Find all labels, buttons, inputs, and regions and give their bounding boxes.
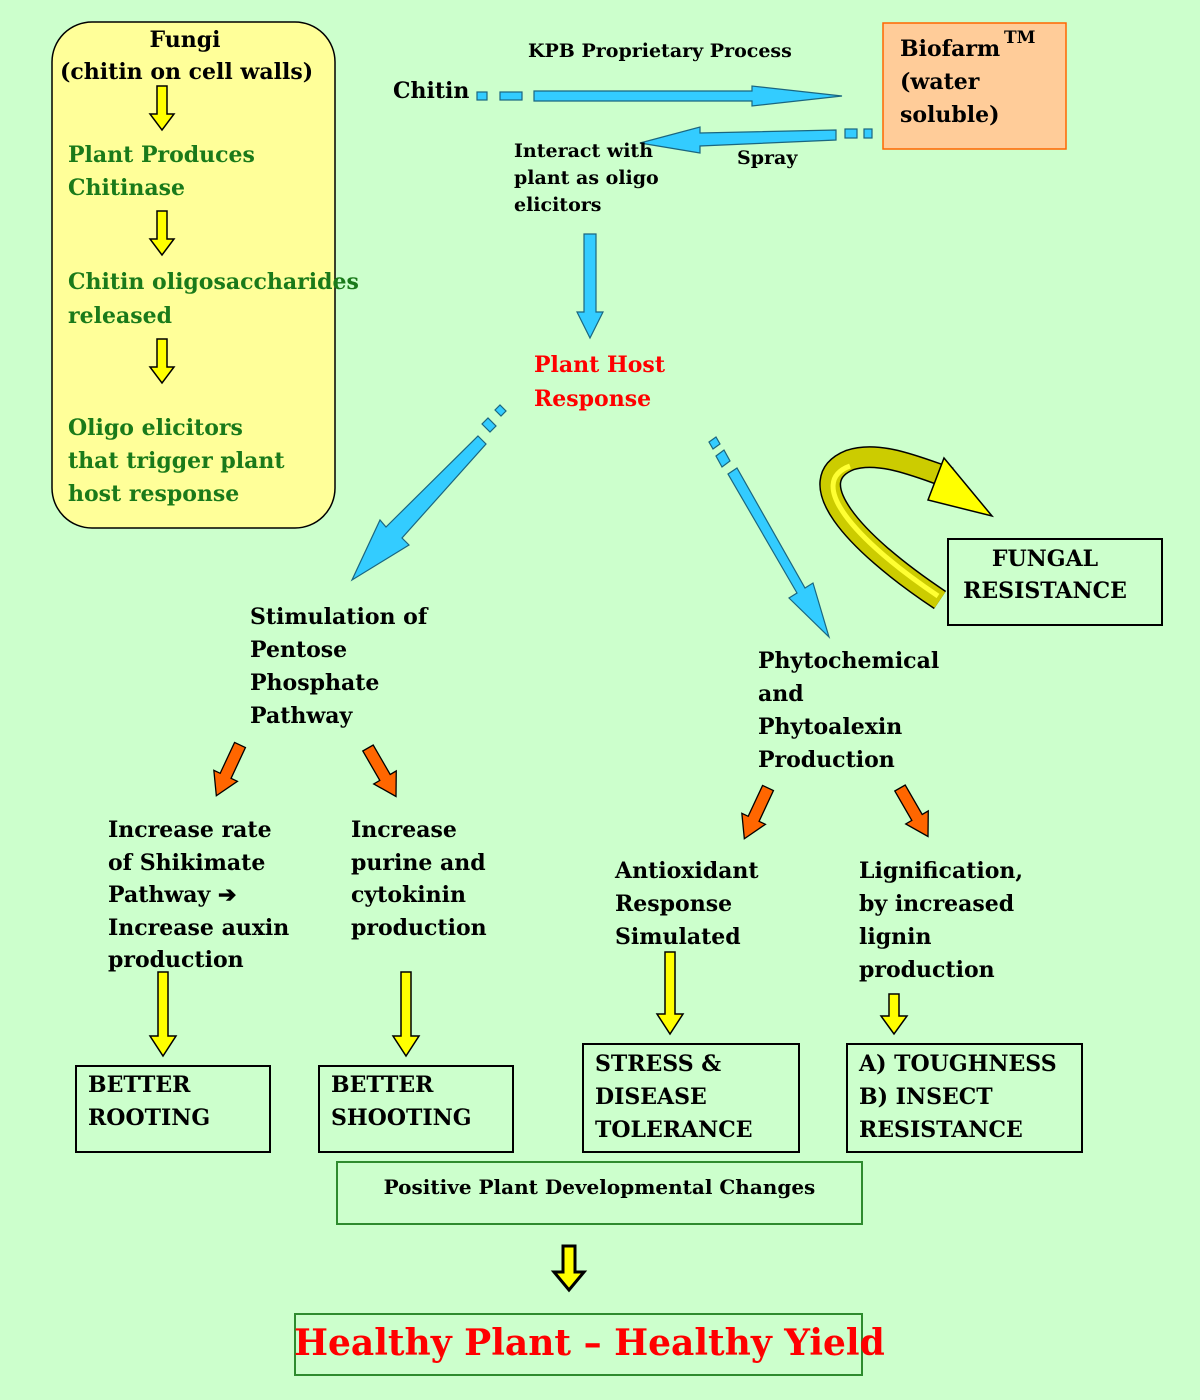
elicitor-down-arrow bbox=[576, 233, 604, 340]
yellow-arrow-stress bbox=[655, 951, 685, 1036]
spray-label: Spray bbox=[737, 147, 798, 169]
fungal-curved-arrow bbox=[819, 446, 995, 610]
orange-arrow-purine bbox=[361, 744, 397, 798]
host-to-pentose-arrow bbox=[350, 404, 507, 582]
plant-host-response: Plant Host Response bbox=[534, 352, 665, 412]
fungi-step-elicitors: Oligo elicitors that trigger plant host … bbox=[68, 415, 285, 507]
fungal-resistance-label: FUNGAL RESISTANCE bbox=[963, 546, 1127, 604]
better-shooting-label: BETTER SHOOTING bbox=[331, 1072, 472, 1131]
chitin-label: Chitin bbox=[393, 78, 470, 104]
biofarm-label: Biofarm (water soluble) bbox=[900, 36, 1001, 128]
stress-tolerance-label: STRESS & DISEASE TOLERANCE bbox=[595, 1051, 753, 1143]
chitin-to-biofarm-arrow bbox=[476, 85, 843, 107]
orange-arrow-lignification bbox=[893, 784, 929, 838]
orange-arrow-shikimate bbox=[213, 741, 247, 797]
lignification-label: Lignification, by increased lignin produ… bbox=[859, 858, 1024, 983]
final-down-arrow bbox=[550, 1244, 588, 1293]
orange-arrow-antioxidant bbox=[741, 784, 775, 840]
fungi-title: Fungi (chitin on cell walls) bbox=[60, 27, 314, 85]
final-label: Healthy Plant – Healthy Yield bbox=[294, 1322, 885, 1364]
fungal-resistance-box bbox=[947, 538, 1163, 626]
fungi-step-chitinase: Plant Produces Chitinase bbox=[68, 142, 255, 201]
yellow-arrow-toughness bbox=[879, 993, 909, 1036]
biofarm-box bbox=[882, 22, 1067, 150]
toughness-box bbox=[846, 1043, 1083, 1153]
shikimate-label: Increase rate of Shikimate Pathway ➔ Inc… bbox=[108, 817, 290, 973]
yellow-arrow-rooting bbox=[148, 971, 178, 1058]
yellow-arrow-shooting bbox=[391, 971, 421, 1058]
phytochemical-label: Phytochemical and Phytoalexin Production bbox=[758, 648, 940, 773]
spray-arrow bbox=[639, 126, 873, 154]
positive-changes-box bbox=[336, 1161, 863, 1225]
better-rooting-label: BETTER ROOTING bbox=[88, 1072, 211, 1131]
fungi-step-oligosaccharides: Chitin oligosaccharides released bbox=[68, 269, 359, 329]
toughness-label: A) TOUGHNESS B) INSECT RESISTANCE bbox=[859, 1051, 1057, 1143]
process-label: KPB Proprietary Process bbox=[528, 40, 792, 62]
better-shooting-box bbox=[318, 1065, 514, 1153]
purine-label: Increase purine and cytokinin production bbox=[351, 817, 487, 941]
better-rooting-box bbox=[75, 1065, 271, 1153]
stress-tolerance-box bbox=[582, 1043, 800, 1153]
final-box bbox=[294, 1313, 863, 1376]
pentose-pathway-label: Stimulation of Pentose Phosphate Pathway bbox=[250, 604, 428, 729]
host-to-phytochemical-arrow bbox=[708, 436, 831, 640]
fungi-box bbox=[51, 21, 336, 529]
interact-label: Interact with plant as oligo elicitors bbox=[514, 140, 659, 216]
biofarm-trademark: TM bbox=[1004, 28, 1036, 48]
positive-changes-label: Positive Plant Developmental Changes bbox=[383, 1175, 816, 1199]
antioxidant-label: Antioxidant Response Simulated bbox=[615, 858, 759, 950]
